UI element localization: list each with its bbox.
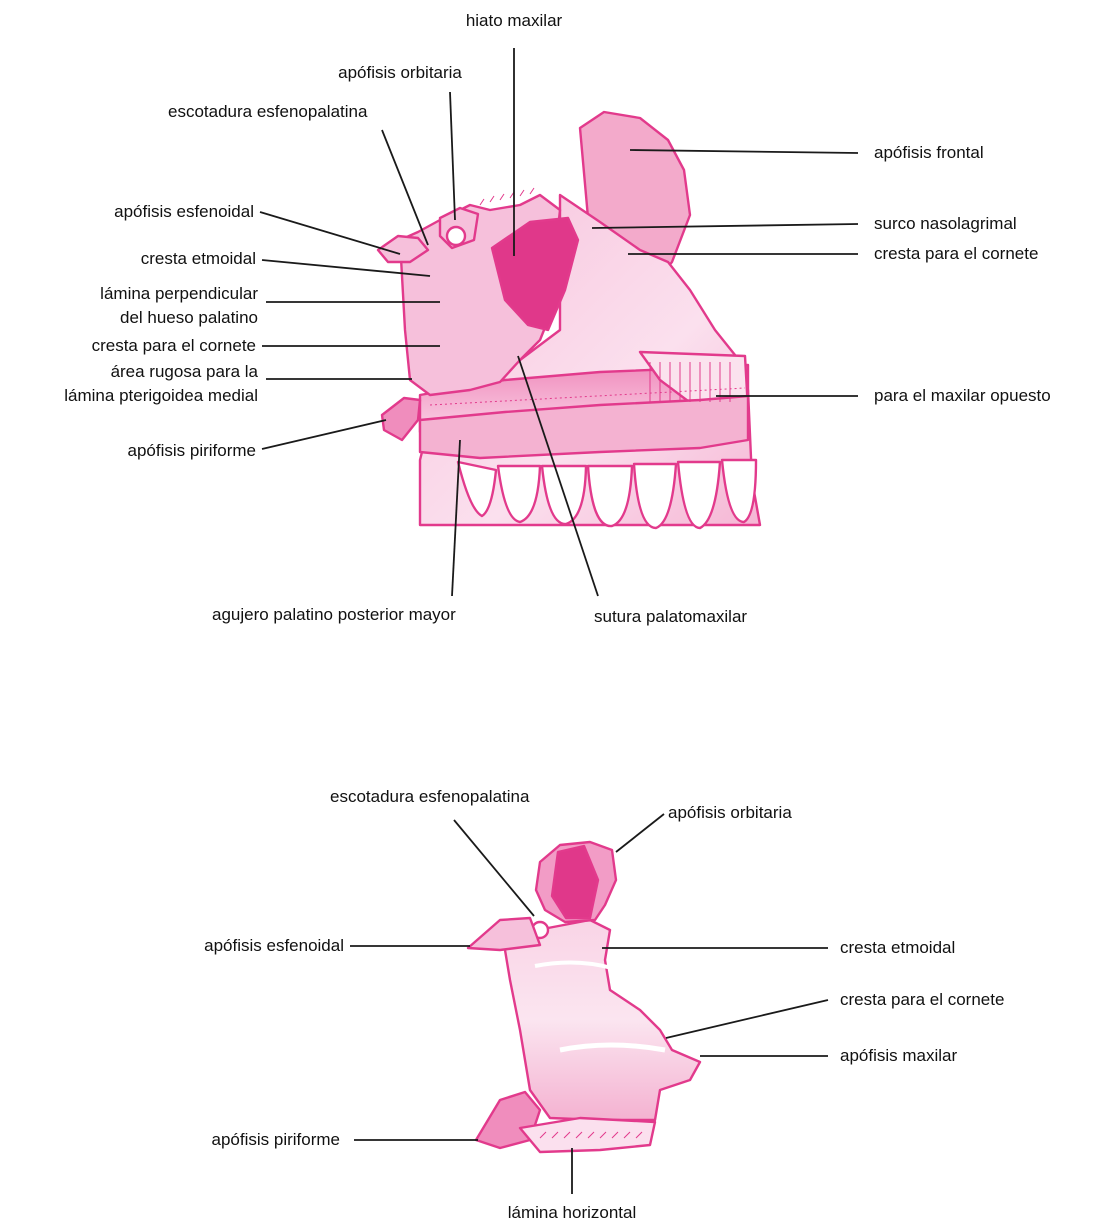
- label-area-rugosa-1: área rugosa para la: [20, 361, 258, 383]
- label-sutura-palatomaxilar: sutura palatomaxilar: [594, 606, 747, 628]
- label-hiato-maxilar: hiato maxilar: [430, 10, 598, 32]
- label-lamina-perpendicular-2: del hueso palatino: [20, 307, 258, 329]
- label-cresta-etmoidal-bottom: cresta etmoidal: [840, 937, 955, 959]
- label-cresta-cornete-top-right: cresta para el cornete: [874, 243, 1038, 265]
- label-apofisis-piriforme-top: apófisis piriforme: [20, 440, 256, 462]
- label-apofisis-maxilar: apófisis maxilar: [840, 1045, 957, 1067]
- label-apofisis-esfenoidal-top: apófisis esfenoidal: [30, 201, 254, 223]
- label-apofisis-orbitaria-top: apófisis orbitaria: [310, 62, 490, 84]
- label-cresta-etmoidal-top: cresta etmoidal: [30, 248, 256, 270]
- sphenopalatine-notch-top: [447, 227, 465, 245]
- label-cresta-cornete-top-left: cresta para el cornete: [20, 335, 256, 357]
- label-apofisis-orbitaria-bottom: apófisis orbitaria: [668, 802, 792, 824]
- label-area-rugosa-2: lámina pterigoidea medial: [0, 385, 258, 407]
- sphenoidal-process-bottom: [468, 918, 540, 950]
- label-escotadura-esfenopalatina-bottom: escotadura esfenopalatina: [330, 786, 529, 808]
- horizontal-plate-bottom: [520, 1118, 655, 1152]
- label-para-maxilar-opuesto: para el maxilar opuesto: [874, 385, 1051, 407]
- label-cresta-cornete-bottom: cresta para el cornete: [840, 989, 1004, 1011]
- palatine-body: [505, 920, 700, 1120]
- label-lamina-horizontal: lámina horizontal: [482, 1202, 662, 1224]
- label-apofisis-piriforme-bottom: apófisis piriforme: [110, 1129, 340, 1151]
- label-apofisis-esfenoidal-bottom: apófisis esfenoidal: [120, 935, 344, 957]
- label-escotadura-esfenopalatina-top: escotadura esfenopalatina: [168, 101, 367, 123]
- label-agujero-palatino: agujero palatino posterior mayor: [212, 604, 456, 626]
- label-lamina-perpendicular-1: lámina perpendicular: [20, 283, 258, 305]
- bottom-figure-bone: [468, 842, 700, 1152]
- label-apofisis-frontal: apófisis frontal: [874, 142, 984, 164]
- top-figure-bone: [378, 112, 760, 528]
- pyramidal-process-top: [382, 398, 420, 440]
- label-surco-nasolagrimal: surco nasolagrimal: [874, 213, 1017, 235]
